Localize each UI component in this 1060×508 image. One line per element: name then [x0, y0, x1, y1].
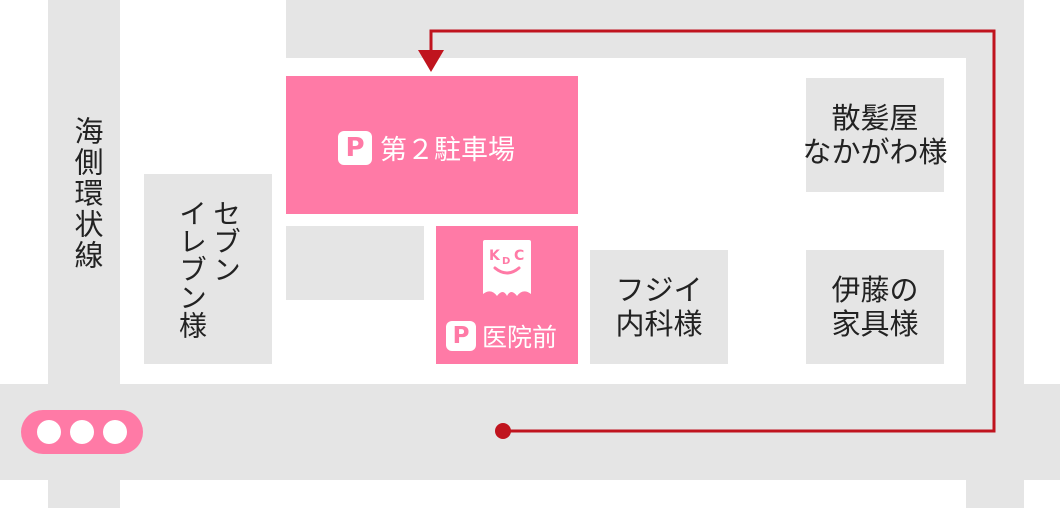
svg-text:C: C	[514, 248, 524, 264]
ito-furniture-building: 伊藤の 家具様	[806, 250, 944, 364]
nakagawa-barber-building: 散髪屋 なかがわ様	[803, 78, 948, 192]
fujii-clinic-label: フジイ 内科様	[615, 273, 703, 341]
seven-eleven-building: セブン イレブン様	[144, 174, 272, 364]
svg-text:K: K	[489, 248, 501, 264]
fujii-clinic-building: フジイ 内科様	[590, 250, 728, 364]
svg-text:D: D	[502, 256, 510, 267]
parking-lot-2[interactable]: P 第２駐車場	[286, 76, 578, 214]
empty-building	[286, 226, 424, 300]
seven-eleven-label: セブン イレブン様	[175, 199, 242, 339]
nakagawa-barber-label: 散髪屋 なかがわ様	[802, 101, 948, 169]
route-start-dot	[495, 423, 511, 439]
ito-furniture-label: 伊藤の 家具様	[831, 273, 919, 341]
parking-lot-2-label: 第２駐車場	[380, 135, 515, 166]
clinic-front-parking-label: 医院前	[482, 323, 558, 352]
parking-p-icon: P	[338, 130, 372, 165]
coastal-road-label: 海側環状線	[70, 116, 104, 271]
road-top-horizontal	[286, 0, 1024, 58]
parking-p-icon: P	[446, 321, 476, 351]
clinic-logo-icon: K D C	[483, 240, 531, 296]
clinic-front-parking[interactable]: K D C P 医院前	[436, 226, 578, 364]
route-arrow-icon	[418, 50, 444, 72]
traffic-light-icon	[21, 410, 143, 454]
